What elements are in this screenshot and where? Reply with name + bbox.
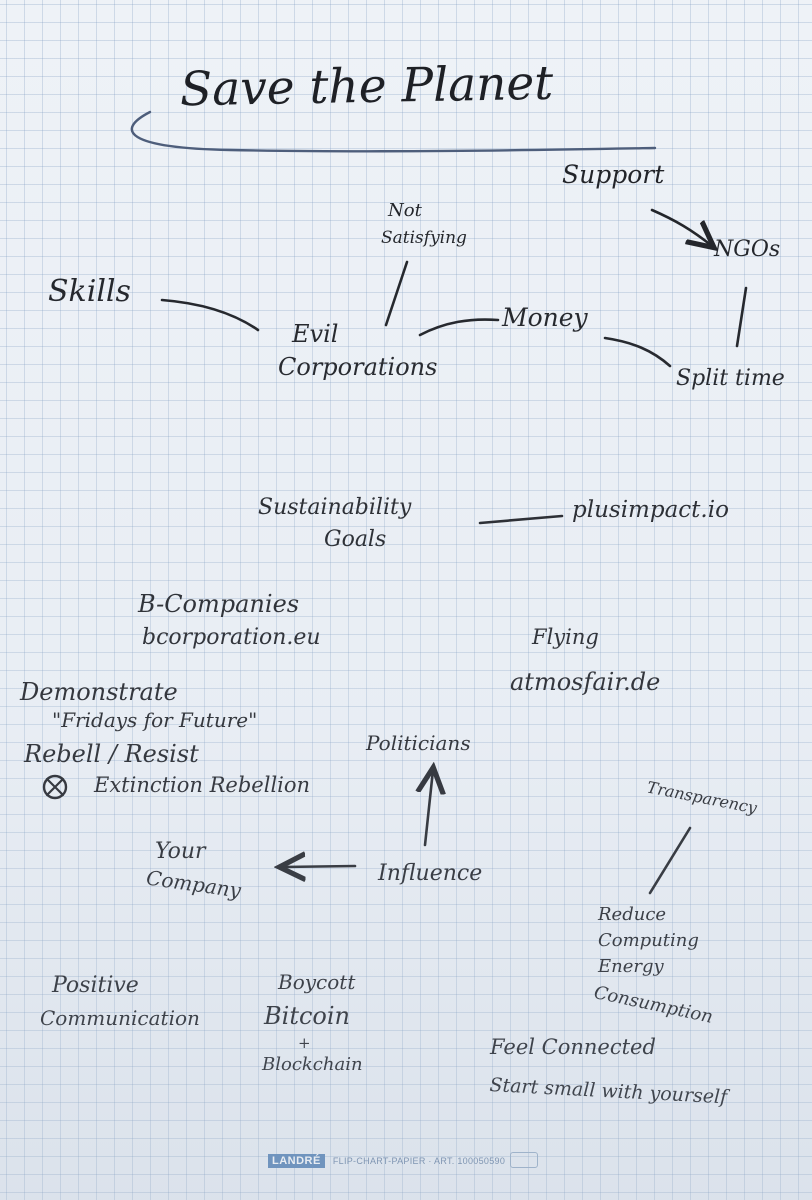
money-splittime-connector [603, 336, 672, 368]
node-extinction: Extinction Rebellion [94, 773, 311, 797]
skills-evil-connector [160, 298, 260, 332]
node-influence: Influence [378, 861, 483, 886]
brand-label: LANDRÉ [268, 1154, 325, 1168]
node-corporations: Corporations [278, 353, 438, 381]
paper-footer: LANDRÉ FLIP-CHART-PAPIER · ART. 10005059… [268, 1154, 505, 1168]
node-communication: Communication [40, 1006, 200, 1030]
page-title: Save the Planet [179, 55, 554, 118]
node-fridays: "Fridays for Future" [52, 708, 258, 732]
node-your: Your [155, 839, 206, 864]
node-sustainability: Sustainability [258, 495, 412, 520]
node-reduce: Reduce [598, 904, 667, 925]
node-politicians: Politicians [366, 731, 471, 755]
extinction-rebellion-symbol [42, 774, 68, 800]
title-underline [130, 110, 657, 153]
evil-money-connector [418, 318, 500, 337]
node-goals: Goals [324, 527, 387, 552]
support-ngos-arrow [650, 208, 712, 246]
node-plus: + [298, 1034, 311, 1052]
node-rebell: Rebell / Resist [24, 740, 199, 768]
ngos-splittime-connector [735, 286, 748, 348]
transparency-reduce-connector [648, 826, 692, 895]
node-evil: Evil [292, 320, 339, 348]
node-flying: Flying [532, 625, 599, 649]
node-bcorporation: bcorporation.eu [142, 625, 321, 650]
node-energy: Energy [598, 956, 664, 977]
node-b-companies: B-Companies [138, 590, 300, 618]
node-support: Support [562, 160, 665, 189]
node-demonstrate: Demonstrate [20, 678, 178, 706]
node-satisfying: Satisfying [381, 228, 467, 248]
node-boycott: Boycott [278, 970, 356, 994]
influence-company-arrow [282, 866, 357, 867]
node-split-time: Split time [676, 366, 785, 391]
node-money: Money [502, 303, 588, 332]
influence-politicians-arrow [425, 770, 433, 847]
sustainability-plusimpact-connector [478, 514, 564, 525]
node-not: Not [388, 200, 422, 221]
node-computing: Computing [598, 930, 699, 951]
node-skills: Skills [48, 274, 131, 309]
node-blockchain: Blockchain [262, 1054, 363, 1075]
node-plusimpact: plusimpact.io [572, 497, 729, 523]
notsatisfying-evil-connector [384, 260, 409, 327]
extinction-rebellion-symbol-cross [45, 777, 65, 797]
node-positive: Positive [52, 973, 139, 998]
node-feel-connected: Feel Connected [490, 1035, 656, 1059]
footer-text: FLIP-CHART-PAPIER · ART. 100050590 [332, 1156, 506, 1166]
quality-seal-icon [510, 1152, 538, 1168]
node-bitcoin: Bitcoin [264, 1002, 350, 1030]
node-ngos: NGOs [714, 237, 781, 262]
node-atmosfair: atmosfair.de [510, 668, 661, 696]
